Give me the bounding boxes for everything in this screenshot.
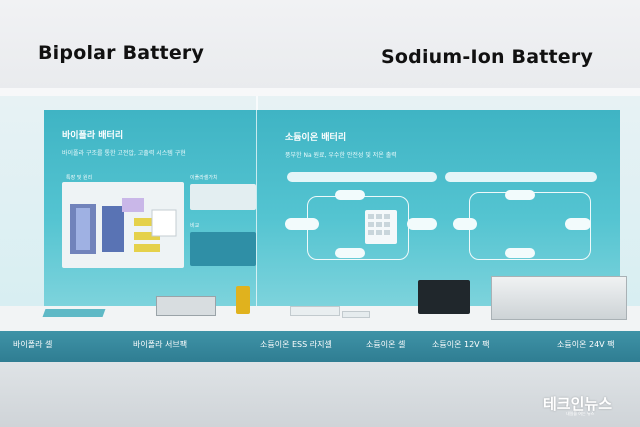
ess-large-cell-exhibit xyxy=(290,306,340,316)
sodium-cell-exhibit xyxy=(342,311,370,318)
heading-bipolar: Bipolar Battery xyxy=(38,42,205,64)
floor xyxy=(0,362,640,427)
sodium-12v-pack-exhibit xyxy=(418,280,470,314)
sodium-panel-subtitle: 풍부한 Na 원료, 우수한 안전성 및 저온 출력 xyxy=(285,152,397,159)
bipolar-panel-subtitle: 바이폴라 구조를 통한 고전압, 고출력 시스템 구현 xyxy=(62,150,186,157)
label-bipolar-subpack: 바이폴라 서브팩 xyxy=(133,340,188,349)
bipolar-panel: 바이폴라 배터리 바이폴라 구조를 통한 고전압, 고출력 시스템 구현 특장 … xyxy=(44,110,257,306)
bipolar-panel-title: 바이폴라 배터리 xyxy=(62,131,124,141)
label-sodium-12v-pack: 소듐이온 12V 팩 xyxy=(432,340,490,349)
watermark-logo: 테크인뉴스 xyxy=(543,395,613,413)
label-bipolar-cell: 바이폴라 셀 xyxy=(13,340,53,349)
value-card xyxy=(190,184,256,210)
bipolar-structure-diagram xyxy=(70,198,177,254)
sodium-panel-title: 소듐이온 배터리 xyxy=(285,133,347,143)
card-tag: 특장 및 원리 xyxy=(66,175,93,181)
watermark-tagline: 내일을 여는 뉴스 xyxy=(566,411,595,416)
structure-diagram-card xyxy=(62,182,184,268)
multimeter xyxy=(236,286,250,314)
heading-sodium-ion: Sodium-Ion Battery xyxy=(381,46,594,68)
bipolar-cell-exhibit xyxy=(42,309,106,317)
cycle-node-top xyxy=(335,190,365,200)
side-tag-value: 이폴라셀가치 xyxy=(190,175,218,181)
cycle-node-bottom xyxy=(335,248,365,258)
app-node-bottom xyxy=(505,248,535,258)
app-node-right xyxy=(565,218,591,230)
label-bar xyxy=(0,331,640,362)
flow-header-left xyxy=(287,172,437,182)
wall xyxy=(0,0,640,88)
app-node-top xyxy=(505,190,535,200)
bipolar-subpack-exhibit xyxy=(156,296,216,316)
side-tag-compare: 비교 xyxy=(190,223,200,229)
flow-header-right xyxy=(445,172,597,182)
label-sodium-24v-pack: 소듐이온 24V 팩 xyxy=(557,340,615,349)
comparison-card xyxy=(190,232,256,266)
label-sodium-ess-large-cell: 소듐이온 ESS 라지셀 xyxy=(260,340,332,349)
case-frame xyxy=(0,88,640,96)
app-node-left xyxy=(453,218,477,230)
label-sodium-cell: 소듐이온 셀 xyxy=(366,340,406,349)
sodium-24v-pack-exhibit xyxy=(491,276,627,320)
sodium-ion-panel: 소듐이온 배터리 풍부한 Na 원료, 우수한 안전성 및 저온 출력 xyxy=(257,110,620,306)
cycle-node-right xyxy=(407,218,437,230)
cell-grid-graphic xyxy=(365,210,397,244)
cycle-node-left xyxy=(285,218,319,230)
